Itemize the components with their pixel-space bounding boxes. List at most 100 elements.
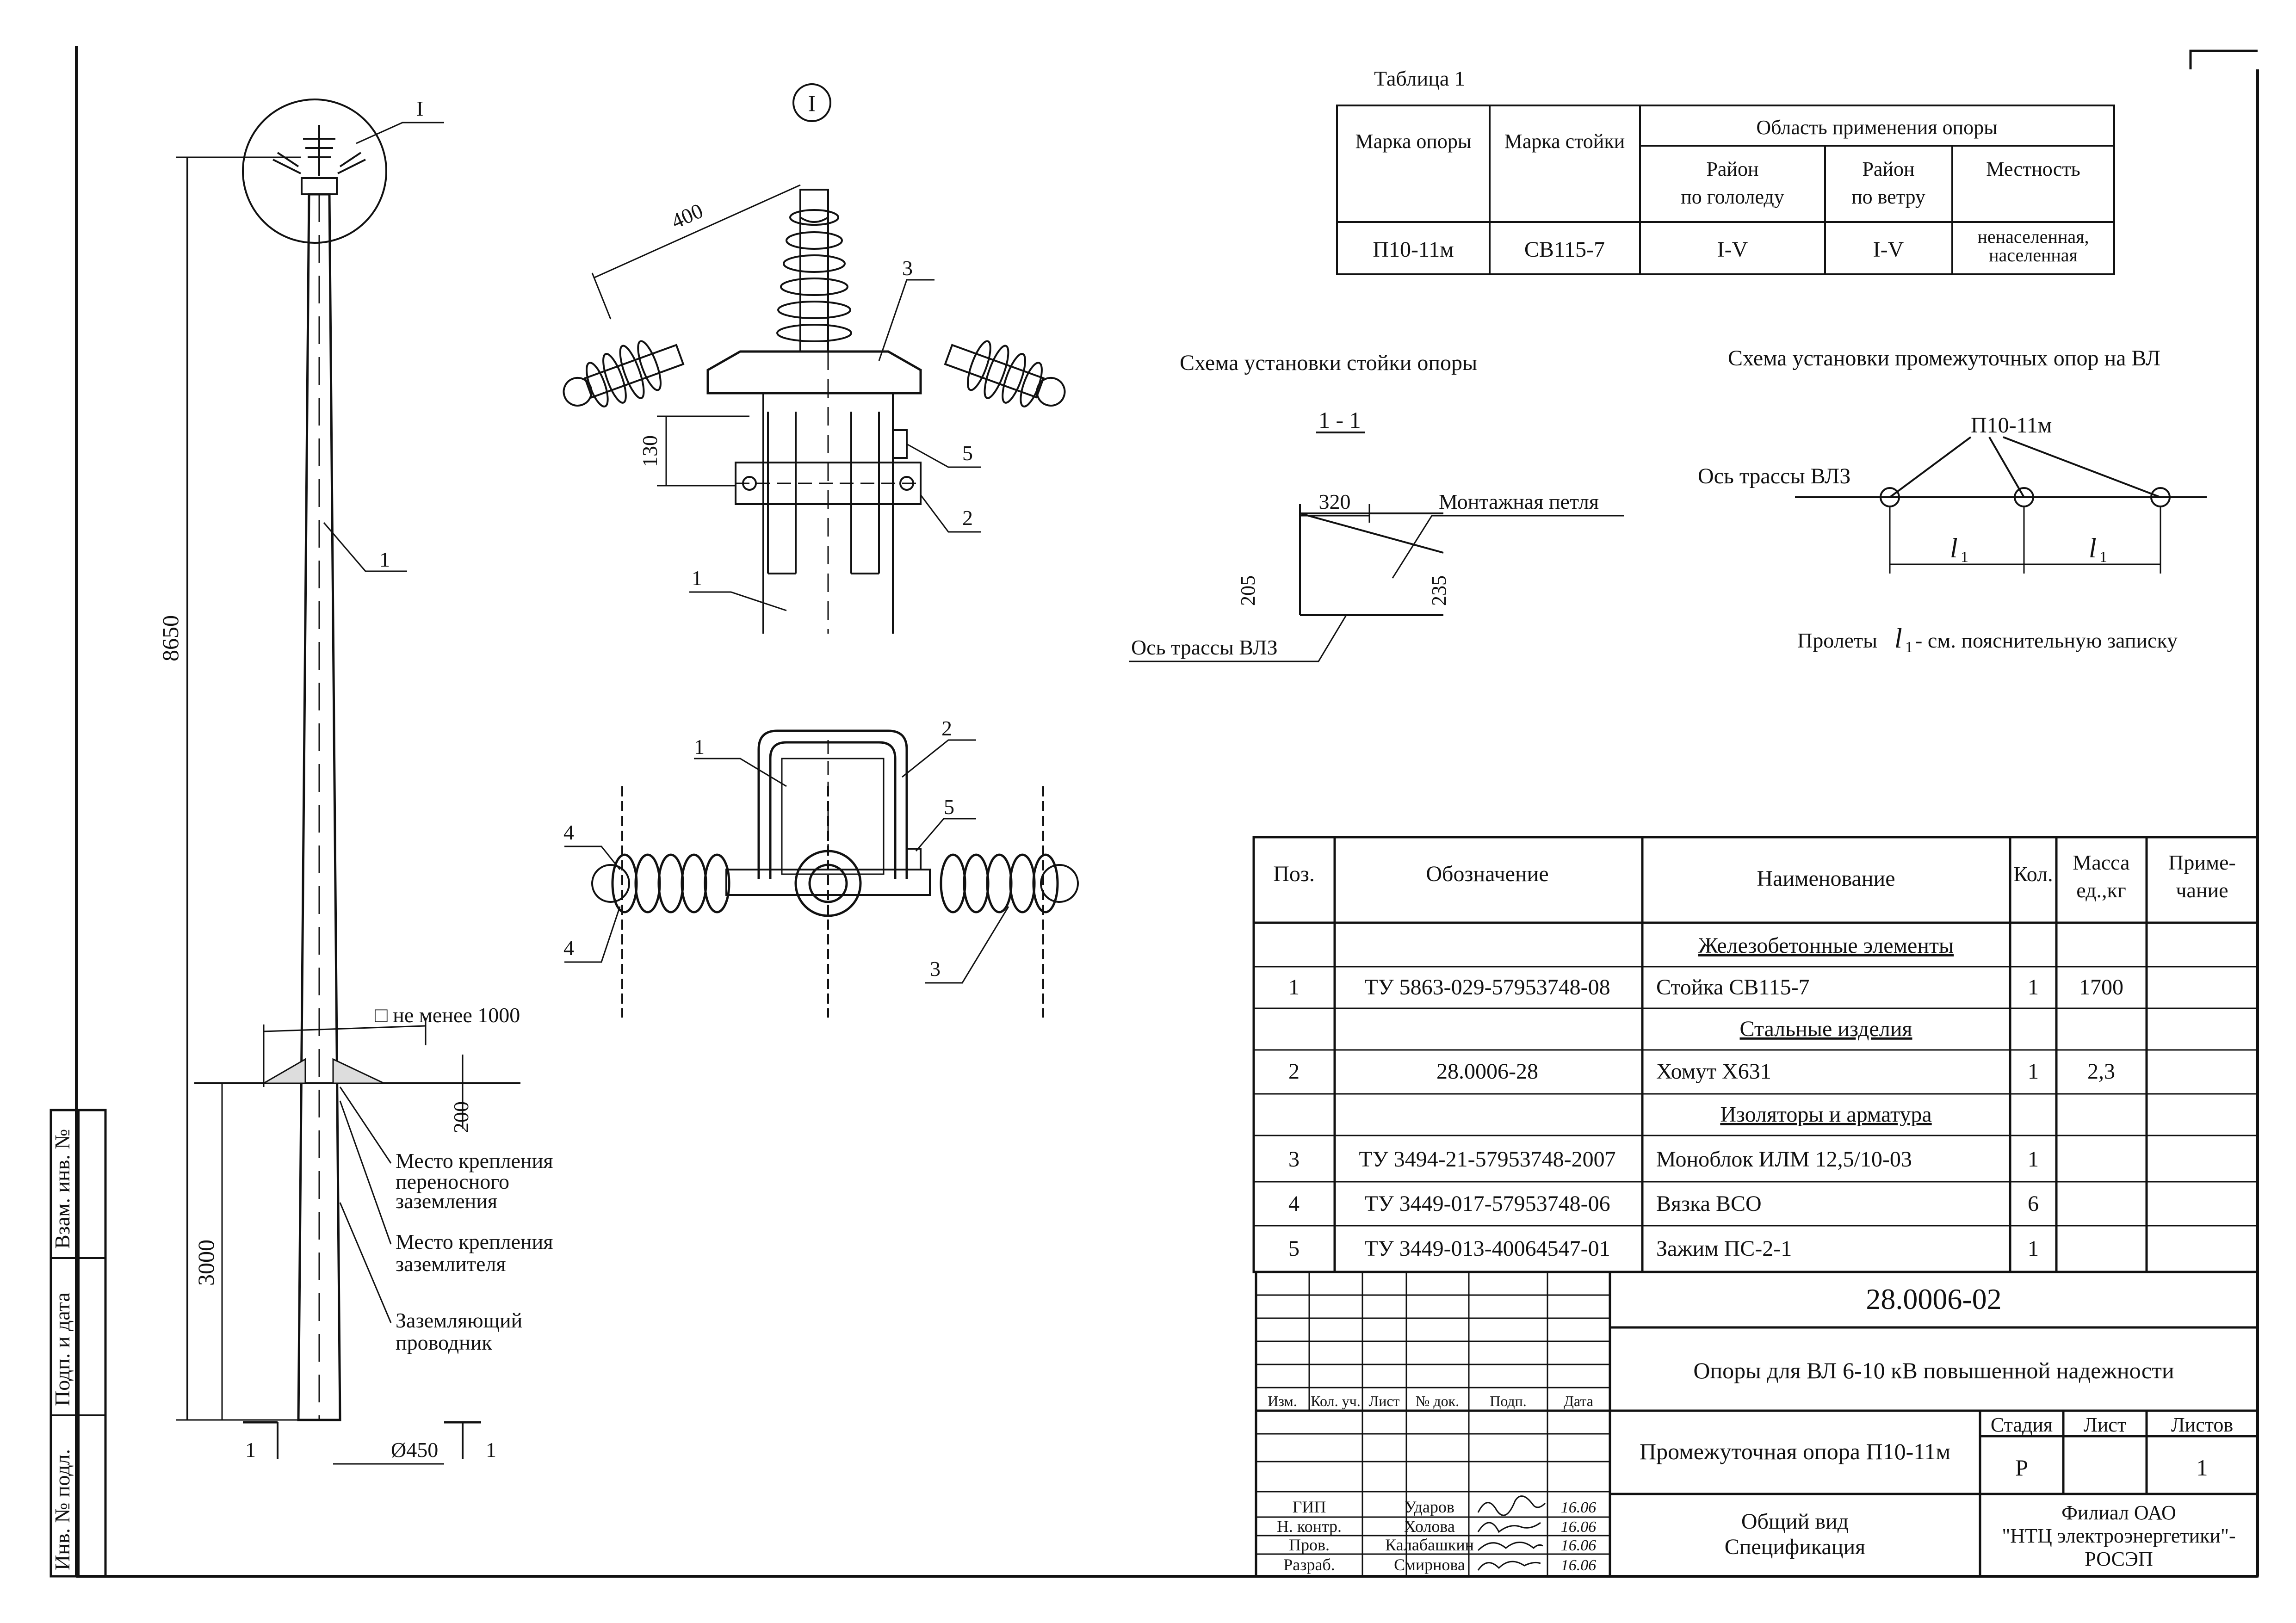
spec-group-steel: Стальные изделия (1740, 1017, 1912, 1041)
signature-1 (1477, 1495, 1546, 1516)
stamp-stage-label: Стадия (1991, 1413, 2053, 1436)
callout-post: 1 (379, 548, 390, 571)
signature-3 (1477, 1542, 1543, 1551)
spec-row-4-name: Вязка ВСО (1656, 1191, 1762, 1216)
stamp-name-1: Ударов (1405, 1498, 1454, 1516)
spec-row-2-mass: 2,3 (2087, 1059, 2115, 1084)
vl-support-label: П10-11м (1971, 413, 2052, 438)
callout-plan-1: 1 (694, 735, 705, 759)
span-note-symbol: l (1894, 623, 1902, 654)
spec-row-2-code: 28.0006-28 (1436, 1059, 1538, 1084)
table1-col-post: Марка стойки (1504, 130, 1625, 153)
spec-table: Поз. Обозначение Наименование Кол. Масса… (1252, 836, 2259, 1273)
detail-marker-circle (792, 83, 831, 122)
table-1: Таблица 1 Марка опоры Марка стойки Облас… (1336, 67, 2115, 275)
stamp-role-3: Пров. (1289, 1536, 1330, 1554)
table1-area-1: ненаселенная, (1978, 226, 2089, 247)
stamp-date-4: 16.06 (1561, 1557, 1597, 1574)
table1-col-ice-2: по гололеду (1681, 185, 1784, 208)
span-note-index: 1 (1905, 639, 1913, 656)
span-2-symbol: l (2089, 533, 2097, 563)
callout-plan-3: 3 (930, 957, 941, 981)
spec-row-5-qty: 1 (2028, 1236, 2039, 1261)
dim-height: 8650 (157, 615, 183, 661)
pole-elevation: 8650 3000 200 □ не менее 1000 Ø450 1 1 I… (157, 97, 553, 1465)
stamp-col-doc: № док. (1416, 1393, 1459, 1409)
loop-label: Монтажная петля (1439, 490, 1599, 513)
table1-support: П10-11м (1373, 237, 1454, 262)
note-temp-ground-3: заземления (396, 1189, 497, 1213)
callout-top-5: 5 (962, 441, 973, 465)
dim-clamp-130: 130 (638, 435, 662, 467)
spec-row-5-name: Зажим ПС-2-1 (1656, 1236, 1792, 1261)
stamp-title: Промежуточная опора П10-11м (1640, 1438, 1950, 1464)
stamp-sheets: 1 (2197, 1455, 2208, 1481)
table1-caption: Таблица 1 (1374, 67, 1465, 90)
signature-4 (1477, 1561, 1541, 1571)
dim-205: 205 (1237, 575, 1259, 606)
stamp-date-1: 16.06 (1561, 1499, 1597, 1516)
span-1-index: 1 (1961, 549, 1968, 566)
spec-group-insulators: Изоляторы и арматура (1720, 1102, 1931, 1127)
table1-col-area: Местность (1986, 158, 2080, 180)
span-1-symbol: l (1950, 533, 1958, 563)
spec-row-5-pos: 5 (1288, 1236, 1300, 1261)
section-mark-right: 1 (486, 1438, 496, 1462)
post-scheme: Схема установки стойки опоры 1 - 1 320 2… (1129, 351, 1624, 662)
spec-col-code: Обозначение (1426, 862, 1548, 886)
stamp-stage: Р (2015, 1455, 2028, 1481)
dim-offset: 200 (449, 1101, 473, 1133)
callout-top-1: 1 (692, 566, 702, 590)
stamp-subtitle-2: Спецификация (1725, 1535, 1866, 1559)
span-note-prefix: Пролеты (1797, 629, 1877, 652)
callout-top-3: 3 (902, 256, 913, 280)
spec-row-3-name: Моноблок ИЛМ 12,5/10-03 (1656, 1147, 1912, 1172)
spec-group-concrete: Железобетонные элементы (1698, 933, 1954, 958)
stamp-col-sheet: Лист (1368, 1393, 1399, 1409)
spec-row-4-qty: 6 (2028, 1191, 2039, 1216)
note-temp-ground-2: переносного (396, 1170, 509, 1193)
spec-row-5-code: ТУ 3449-013-40064547-01 (1364, 1236, 1610, 1261)
spec-col-qty: Кол. (2013, 862, 2053, 886)
stamp-org-3: РОСЭП (2085, 1548, 2153, 1570)
table1-wind: I-V (1873, 237, 1904, 262)
dim-depth: 3000 (193, 1240, 219, 1286)
stamp-col-change: Изм. (1268, 1393, 1297, 1409)
spec-row-2-pos: 2 (1288, 1059, 1300, 1084)
stamp-role-1: ГИП (1293, 1498, 1326, 1516)
spec-col-mass-2: ед.,кг (2076, 878, 2126, 902)
table1-ice: I-V (1717, 237, 1748, 262)
stamp-org-1: Филиал ОАО (2061, 1501, 2176, 1524)
signature-2 (1477, 1522, 1541, 1533)
stamp-subtitle-1: Общий вид (1741, 1509, 1849, 1534)
table1-col-ice-1: Район (1706, 158, 1758, 180)
dim-span-400: 400 (668, 198, 706, 233)
spec-col-note-1: Приме- (2168, 851, 2236, 874)
stamp-org-2: "НТЦ электроэнергетики"- (2002, 1524, 2235, 1547)
callout-top-2: 2 (962, 506, 973, 530)
side-stamp-replace: Взам. инв. № (50, 1129, 74, 1249)
stamp-sheet-label: Лист (2084, 1413, 2126, 1436)
stamp-col-qty: Кол. уч. (1311, 1393, 1360, 1409)
spec-col-mass-1: Масса (2073, 851, 2129, 874)
callout-plan-5: 5 (944, 795, 954, 819)
spec-col-name: Наименование (1757, 866, 1895, 891)
stamp-project: Опоры для ВЛ 6-10 кВ повышенной надежнос… (1693, 1358, 2174, 1383)
table1-col-wind-2: по ветру (1851, 185, 1925, 208)
stamp-name-4: Смирнова (1394, 1555, 1465, 1574)
note-grounding-1: Место крепления (396, 1230, 553, 1253)
pole-diameter: Ø450 (391, 1438, 438, 1462)
stamp-sheets-label: Листов (2171, 1413, 2233, 1436)
table1-post: СВ115-7 (1524, 237, 1605, 262)
callout-plan-4-bottom: 4 (563, 936, 574, 960)
post-scheme-title: Схема установки стойки опоры (1180, 351, 1477, 375)
spec-row-1-code: ТУ 5863-029-57953748-08 (1364, 975, 1610, 1000)
stamp-name-2: Холова (1404, 1517, 1455, 1536)
side-stamp: Взам. инв. № Подп. и дата Инв. № подл. (50, 1109, 107, 1578)
spec-row-3-qty: 1 (2028, 1147, 2039, 1172)
section-mark-left: 1 (245, 1438, 256, 1462)
spec-col-pos: Поз. (1273, 862, 1315, 886)
callout-plan-2: 2 (941, 716, 952, 740)
stamp-date-3: 16.06 (1561, 1537, 1597, 1554)
stamp-role-4: Разраб. (1283, 1555, 1335, 1574)
